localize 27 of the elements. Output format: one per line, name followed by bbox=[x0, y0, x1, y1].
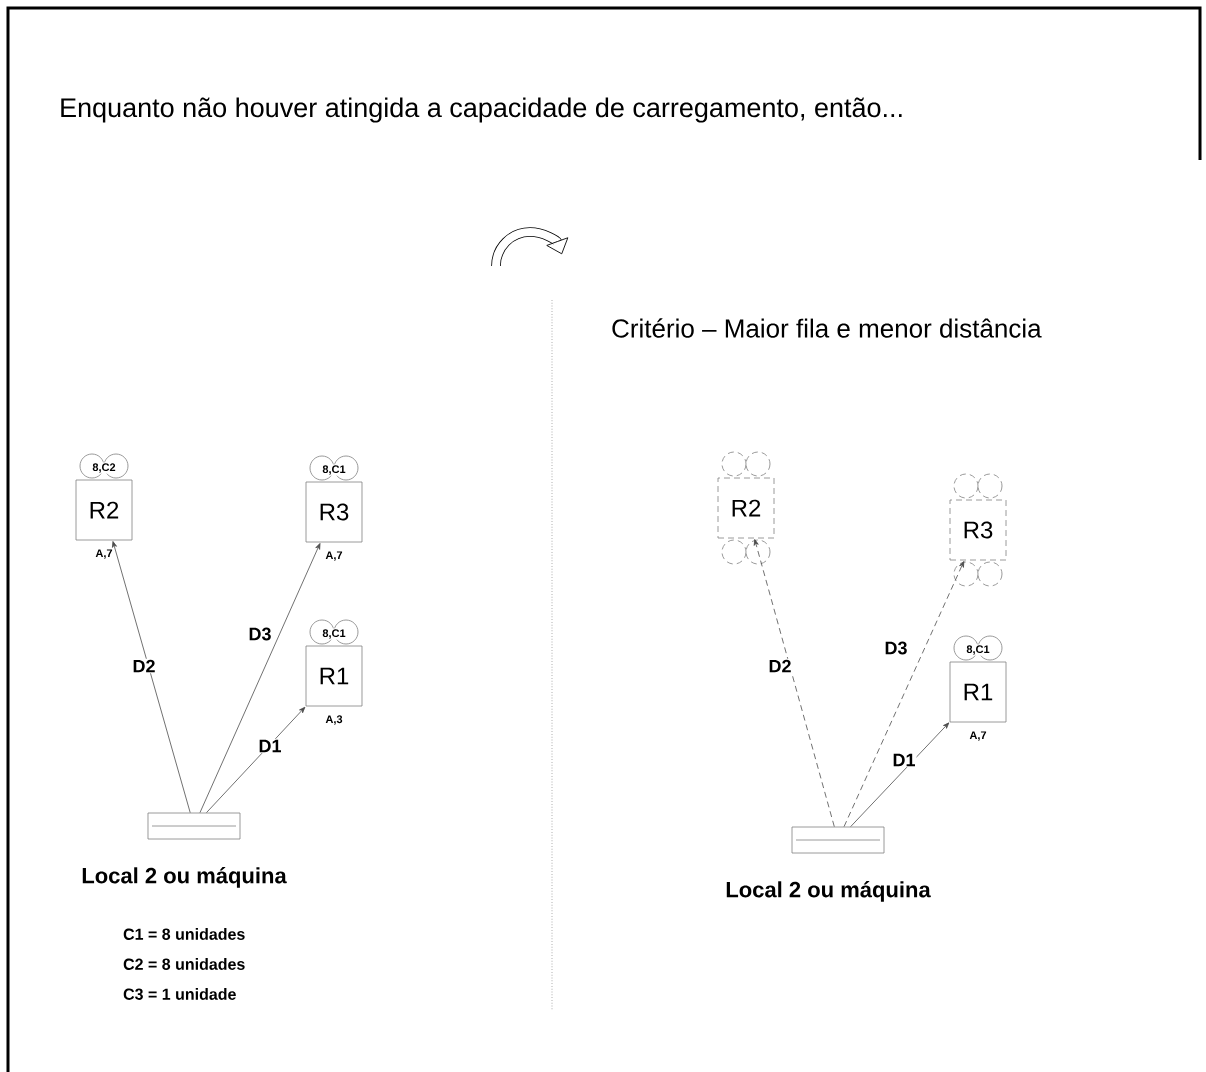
machine-box bbox=[147, 812, 241, 840]
edge-label: D1 bbox=[257, 738, 283, 754]
arrow bbox=[753, 539, 835, 827]
arrow bbox=[112, 541, 191, 813]
capacity-note: C1 = 8 unidades bbox=[123, 928, 245, 940]
arrow bbox=[206, 706, 306, 813]
edge-label: D3 bbox=[883, 640, 909, 656]
criterion-heading: Critério – Maior fila e menor distância bbox=[612, 318, 1042, 338]
rack-box: R2 bbox=[75, 479, 133, 541]
machine-box bbox=[791, 826, 885, 854]
arrow bbox=[850, 722, 950, 827]
rack-box: R3 bbox=[305, 481, 363, 543]
arrow bbox=[199, 543, 321, 813]
capacity-note: C3 = 1 unidade bbox=[123, 988, 236, 1000]
edge-label: D2 bbox=[767, 658, 793, 674]
rack-box: R2 bbox=[717, 477, 775, 539]
edge-label: D1 bbox=[891, 752, 917, 768]
capacity-note: C2 = 8 unidades bbox=[123, 958, 245, 970]
location-caption: Local 2 ou máquina bbox=[82, 867, 287, 888]
edge-label: D2 bbox=[131, 658, 157, 674]
location-caption: Local 2 ou máquina bbox=[726, 881, 931, 902]
rack-box: R3 bbox=[949, 499, 1007, 561]
edge-label: D3 bbox=[247, 626, 273, 642]
heading: Enquanto não houver atingida a capacidade de carregamento, então... bbox=[61, 97, 902, 123]
rack-box: R1 bbox=[949, 661, 1007, 723]
arrow bbox=[843, 561, 965, 827]
rack-box: R1 bbox=[305, 645, 363, 707]
